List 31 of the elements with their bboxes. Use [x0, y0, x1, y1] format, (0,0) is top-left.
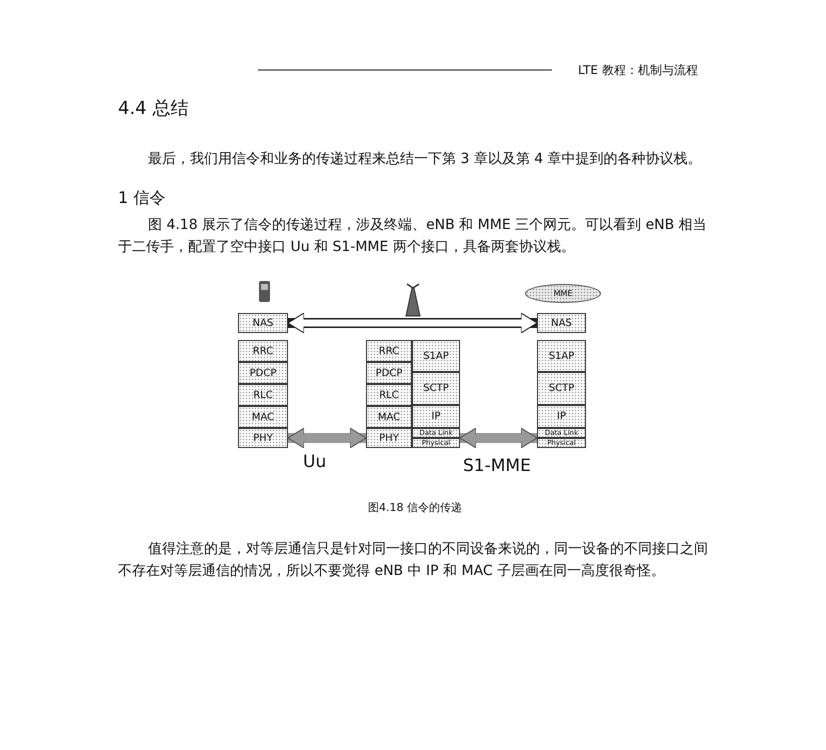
protocol-layer-box: RRC — [238, 340, 288, 362]
protocol-layer-box: MAC — [238, 406, 288, 428]
protocol-layer-box: SCTP — [537, 372, 586, 405]
protocol-layer-box: S1AP — [412, 340, 460, 372]
paragraph: 最后，我们用信令和业务的传递过程来总结一下第 3 章以及第 4 章中提到的各种协议栈。 — [147, 150, 703, 169]
arrow — [460, 428, 538, 448]
arrow — [288, 312, 538, 334]
protocol-layer-box: RLC — [366, 384, 412, 406]
figure-caption: 图4.18 信令的传递 — [368, 500, 462, 515]
protocol-layer-box: NAS — [537, 313, 586, 333]
protocol-layer-box: PDCP — [366, 362, 412, 384]
protocol-layer-box: PDCP — [238, 362, 288, 384]
protocol-layer-box: RRC — [366, 340, 412, 362]
arrow — [288, 428, 366, 448]
protocol-layer-box: PHY — [238, 428, 288, 448]
interface-label: Uu — [303, 452, 326, 472]
network-element-ellipse: MME — [525, 284, 601, 303]
protocol-layer-box: RLC — [238, 384, 288, 406]
protocol-layer-box: PHY — [366, 428, 412, 448]
protocol-layer-box: IP — [537, 405, 586, 428]
header-text: LTE 教程：机制与流程 — [578, 62, 698, 79]
subsection-heading: 1 信令 — [118, 188, 166, 209]
protocol-layer-box: NAS — [238, 313, 288, 333]
paragraph: 图 4.18 展示了信令的传递过程，涉及终端、eNB 和 MME 三个网元。可以看到 eNB 相当于二传手，配置了空中接口 Uu 和 S1-MME 两个接口，具备两套协议栈。 — [118, 216, 708, 257]
protocol-layer-box: MAC — [366, 406, 412, 428]
interface-label: S1-MME — [463, 456, 531, 476]
protocol-layer-box: SCTP — [412, 372, 460, 405]
protocol-layer-box: S1AP — [537, 340, 586, 372]
paragraph: 值得注意的是，对等层通信只是针对同一接口的不同设备来说的，同一设备的不同接口之间不存在对等层通信的情况，所以不要觉得 eNB 中 IP 和 MAC 子层画在同一高度很奇怪。 — [118, 540, 709, 581]
protocol-layer-box: IP — [412, 405, 460, 428]
section-heading: 4.4 总结 — [118, 97, 188, 120]
